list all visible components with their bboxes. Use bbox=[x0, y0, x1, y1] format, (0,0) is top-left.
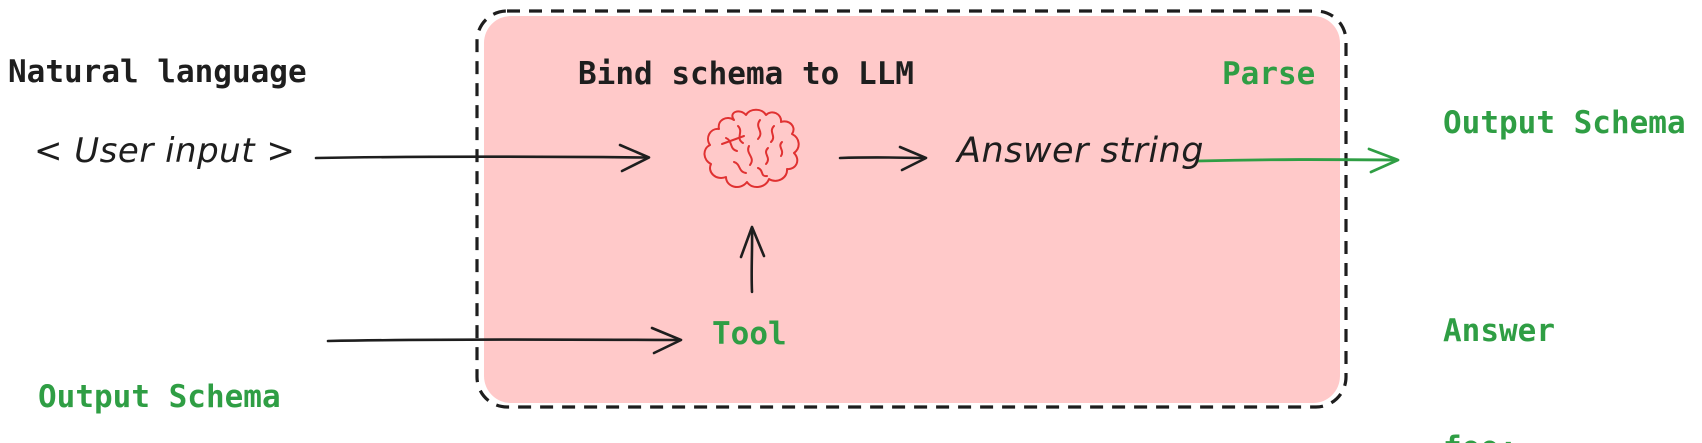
arrow-llm-to-answer bbox=[838, 145, 928, 172]
tool-label: Tool bbox=[712, 316, 787, 352]
answer-string-label: Answer string bbox=[957, 131, 1205, 171]
output-schema-line: foo: ... bbox=[1443, 429, 1686, 443]
natural-language-title: Natural language bbox=[8, 54, 307, 90]
output-schema-block: Output Schema Answer foo: ... bar: ... bbox=[1443, 35, 1686, 443]
llm-box-border bbox=[475, 9, 1348, 409]
input-schema-block: Output Schema foo: ... bar: ... bbox=[38, 309, 281, 443]
output-schema-line: Answer bbox=[1443, 313, 1555, 350]
output-schema-title: Output Schema bbox=[1443, 105, 1686, 142]
arrow-tool-to-llm bbox=[739, 225, 766, 294]
input-schema-title: Output Schema bbox=[38, 379, 281, 416]
arrow-user-input-to-llm bbox=[314, 143, 651, 173]
user-input-label: < User input > bbox=[34, 131, 296, 171]
parse-label: Parse bbox=[1222, 56, 1316, 92]
arrow-schema-to-tool bbox=[326, 326, 683, 355]
arrow-answer-to-output bbox=[1195, 147, 1400, 174]
llm-box-fill bbox=[484, 16, 1340, 403]
brain-icon bbox=[703, 108, 800, 189]
bind-schema-title: Bind schema to LLM bbox=[578, 56, 914, 92]
